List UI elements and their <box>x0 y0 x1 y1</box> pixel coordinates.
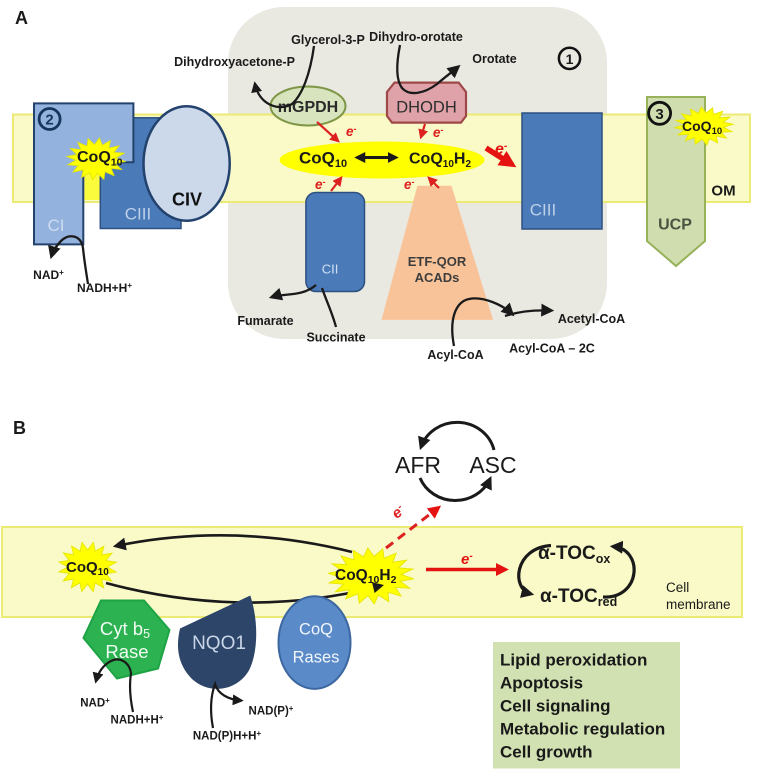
svg-text:NAD+: NAD+ <box>80 696 110 710</box>
svg-text:3: 3 <box>655 106 663 123</box>
svg-text:CoQ10H2: CoQ10H2 <box>409 151 471 171</box>
svg-text:Orotate: Orotate <box>472 52 517 66</box>
svg-text:Metabolic regulation: Metabolic regulation <box>500 720 665 739</box>
svg-text:Dihydroxyacetone-P: Dihydroxyacetone-P <box>174 55 295 69</box>
svg-text:CIII: CIII <box>125 205 151 224</box>
svg-text:NAD(P)H+H+: NAD(P)H+H+ <box>193 729 262 743</box>
svg-text:CI: CI <box>48 216 65 235</box>
svg-text:Glycerol-3-P: Glycerol-3-P <box>291 33 365 47</box>
svg-text:CIII: CIII <box>530 201 556 220</box>
svg-text:Acyl-CoA – 2C: Acyl-CoA – 2C <box>509 342 595 356</box>
svg-text:UCP: UCP <box>658 217 692 234</box>
svg-text:e-: e- <box>404 177 415 192</box>
svg-text:ASC: ASC <box>469 452 516 478</box>
svg-text:Apoptosis: Apoptosis <box>500 674 583 693</box>
svg-text:CIV: CIV <box>172 190 202 210</box>
svg-text:Fumarate: Fumarate <box>237 314 293 328</box>
svg-text:OM: OM <box>711 183 735 200</box>
svg-text:A: A <box>15 8 28 28</box>
svg-text:Acyl-CoA: Acyl-CoA <box>427 348 483 362</box>
svg-text:NAD+: NAD+ <box>33 268 64 282</box>
svg-text:2: 2 <box>45 112 53 129</box>
svg-text:ACADs: ACADs <box>415 270 460 285</box>
svg-text:CII: CII <box>322 262 339 277</box>
svg-text:Cell growth: Cell growth <box>500 743 593 762</box>
svg-text:ETF-QOR: ETF-QOR <box>408 254 467 269</box>
svg-text:e-: e- <box>315 177 326 192</box>
svg-text:Succinate: Succinate <box>306 331 365 345</box>
svg-text:Rase: Rase <box>105 641 148 662</box>
svg-text:NADH+H+: NADH+H+ <box>77 281 132 295</box>
svg-text:1: 1 <box>566 51 574 67</box>
svg-text:e-: e- <box>346 124 357 139</box>
svg-text:AFR: AFR <box>395 452 441 478</box>
svg-text:Lipid peroxidation: Lipid peroxidation <box>500 651 647 670</box>
svg-text:Cell: Cell <box>666 580 689 595</box>
svg-text:NQO1: NQO1 <box>192 633 246 654</box>
svg-text:membrane: membrane <box>666 597 731 612</box>
svg-text:DHODH: DHODH <box>396 99 457 117</box>
svg-text:NAD(P)+: NAD(P)+ <box>249 704 294 718</box>
svg-text:mGPDH: mGPDH <box>278 99 338 116</box>
svg-text:NADH+H+: NADH+H+ <box>111 713 164 727</box>
svg-text:Rases: Rases <box>293 649 340 667</box>
svg-text:Cyt b5: Cyt b5 <box>100 618 150 641</box>
svg-text:Dihydro-orotate: Dihydro-orotate <box>369 30 463 44</box>
svg-text:Acetyl-CoA: Acetyl-CoA <box>558 312 625 326</box>
svg-text:CoQ10H2: CoQ10H2 <box>335 567 397 586</box>
svg-text:B: B <box>13 418 26 438</box>
svg-text:e-: e- <box>389 501 409 522</box>
svg-text:CoQ: CoQ <box>299 621 333 639</box>
svg-text:Cell signaling: Cell signaling <box>500 697 611 716</box>
svg-text:α-TOCox: α-TOCox <box>538 543 610 566</box>
svg-text:e-: e- <box>433 125 444 140</box>
